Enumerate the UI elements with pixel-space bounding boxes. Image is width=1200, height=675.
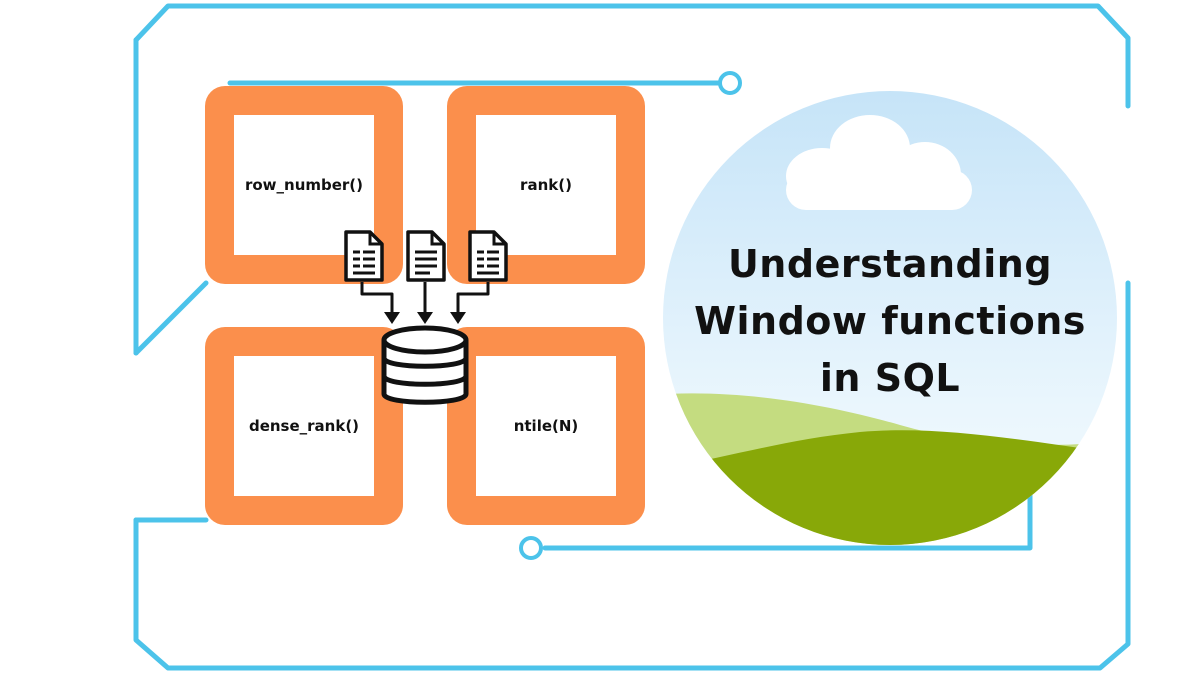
label-ntile: ntile(N) — [513, 417, 579, 435]
connector-node-bottom — [519, 536, 543, 560]
title-line-2: Window functions — [694, 299, 1086, 343]
label-row-number: row_number() — [244, 176, 364, 194]
label-dense-rank: dense_rank() — [248, 417, 360, 435]
tile-row-number: row_number() — [205, 86, 403, 284]
title-line-3: in SQL — [819, 356, 961, 400]
connector-node-top — [718, 71, 742, 95]
title-line-1: Understanding — [727, 242, 1053, 286]
tile-rank: rank() — [447, 86, 645, 284]
tile-ntile: ntile(N) — [447, 327, 645, 525]
title-block: Understanding Window functions in SQL — [660, 236, 1120, 407]
tile-dense-rank: dense_rank() — [205, 327, 403, 525]
label-rank: rank() — [520, 176, 572, 194]
